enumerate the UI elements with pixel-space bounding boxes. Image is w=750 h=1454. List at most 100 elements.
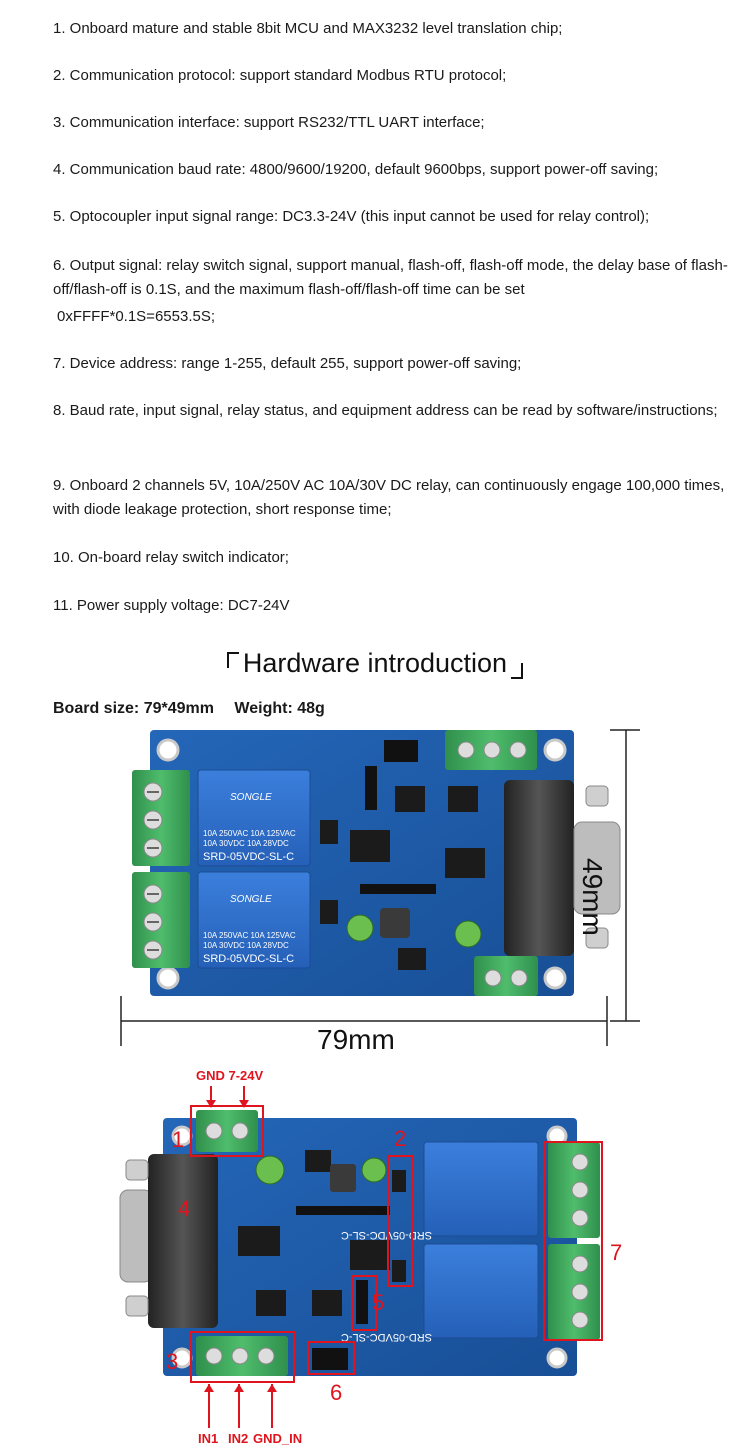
relay-2: SONGLE 10A 250VAC 10A 125VAC 10A 30VDC 1… — [197, 871, 311, 969]
svg-text:SONGLE: SONGLE — [230, 894, 272, 905]
dim-height-label: 49mm — [577, 858, 608, 936]
top-board: SONGLE 10A 250VAC 10A 125VAC 10A 30VDC 1… — [120, 729, 640, 1046]
inductor — [380, 908, 410, 938]
diode-b — [392, 1260, 406, 1282]
label-1: 1 — [172, 1127, 185, 1152]
spec-10: 10. On-board relay switch indicator; — [53, 549, 289, 566]
capacitor-b — [361, 1157, 387, 1183]
arrow-up-icon — [204, 1384, 214, 1392]
label-4: 4 — [178, 1196, 191, 1221]
label-2: 2 — [394, 1126, 407, 1151]
label-7: 7 — [610, 1240, 623, 1265]
regulator-chip — [398, 948, 426, 970]
terminal-block-power — [474, 956, 538, 996]
annotation-box-2 — [387, 1155, 413, 1287]
spec-6: 6. Output signal: relay switch signal, s… — [53, 257, 728, 298]
pin-header-b — [296, 1206, 390, 1215]
bracket-right-icon — [511, 663, 524, 679]
db9-connector-b — [119, 1154, 218, 1328]
optocoupler-b — [256, 1290, 286, 1316]
annotation-box-3 — [190, 1331, 295, 1383]
optocoupler-b — [312, 1290, 342, 1316]
mount-hole — [156, 738, 180, 762]
relay-b2: SRD-05VDC-SL-C — [341, 1243, 539, 1343]
relay-b1: SRD-05VDC-SL-C — [341, 1141, 539, 1241]
svg-text:10A 30VDC 10A 28VDC: 10A 30VDC 10A 28VDC — [203, 839, 289, 848]
jumper-b — [312, 1348, 348, 1370]
spec-7: 7. Device address: range 1-255, default … — [53, 355, 522, 372]
relay-1: SONGLE 10A 250VAC 10A 125VAC 10A 30VDC 1… — [197, 769, 311, 867]
terminal-block-power-b — [196, 1110, 258, 1152]
mount-hole — [543, 966, 567, 990]
spec-8: 8. Baud rate, input signal, relay status… — [53, 402, 718, 419]
max3232-chip — [445, 848, 485, 878]
arrow-up-icon — [234, 1384, 244, 1392]
annotation-box-7 — [543, 1141, 603, 1341]
optocoupler — [448, 786, 478, 812]
svg-text:SRD-05VDC-SL-C: SRD-05VDC-SL-C — [341, 1331, 432, 1343]
terminal-block-input-b — [196, 1336, 288, 1376]
annotation-in1: IN1 — [198, 1431, 219, 1446]
diode — [320, 820, 338, 844]
mount-hole — [156, 966, 180, 990]
annotation-power: GND 7-24V — [196, 1068, 264, 1083]
mount-hole — [543, 738, 567, 762]
pin-header-vertical — [365, 766, 377, 810]
svg-text:10A 250VAC 10A 125VAC: 10A 250VAC 10A 125VAC — [203, 829, 296, 838]
svg-text:SRD-05VDC-SL-C: SRD-05VDC-SL-C — [203, 953, 294, 965]
diode — [320, 900, 338, 924]
mcu-chip-b — [350, 1240, 390, 1270]
terminal-block-relay2 — [132, 872, 190, 968]
terminal-block-relay1 — [132, 770, 190, 866]
svg-text:SRD-05VDC-SL-C: SRD-05VDC-SL-C — [341, 1229, 432, 1241]
jumper — [384, 740, 418, 762]
spec-1: 1. Onboard mature and stable 8bit MCU an… — [53, 20, 563, 37]
label-5: 5 — [372, 1290, 385, 1315]
terminal-block-relay-b2 — [548, 1244, 600, 1340]
mcu-chip — [350, 830, 390, 862]
pin-header-vertical-b — [356, 1280, 368, 1324]
pin-header — [360, 884, 436, 894]
board-size-line: Board size: 79*49mm Weight: 48g — [53, 700, 341, 718]
dim-width-label: 79mm — [317, 1024, 395, 1055]
capacitor-b — [255, 1155, 285, 1185]
capacitor — [346, 914, 374, 942]
svg-text:SRD-05VDC-SL-C: SRD-05VDC-SL-C — [203, 851, 294, 863]
board-weight: Weight: 48g — [234, 700, 325, 717]
arrow-up-icon — [267, 1384, 277, 1392]
hardware-title: Hardware introduction — [0, 648, 750, 679]
svg-text:10A 250VAC 10A 125VAC: 10A 250VAC 10A 125VAC — [203, 931, 296, 940]
spec-5: 5. Optocoupler input signal range: DC3.3… — [53, 208, 650, 225]
max3232-chip-b — [238, 1226, 280, 1256]
annotation-box-6 — [307, 1341, 355, 1375]
spec-11: 11. Power supply voltage: DC7-24V — [53, 597, 290, 614]
label-3: 3 — [166, 1349, 179, 1374]
bracket-left-icon — [226, 652, 239, 668]
annotation-gnd-in: GND_IN — [253, 1431, 303, 1446]
capacitor — [454, 920, 482, 948]
board-size: Board size: 79*49mm — [53, 700, 214, 717]
svg-text:SONGLE: SONGLE — [230, 792, 272, 803]
bottom-board: SRD-05VDC-SL-C SRD-05VDC-SL-C — [119, 1086, 603, 1428]
spec-6-cont: 0xFFFF*0.1S=6553.5S; — [57, 308, 215, 325]
svg-text:10A 30VDC 10A 28VDC: 10A 30VDC 10A 28VDC — [203, 941, 289, 950]
arrow-down-icon — [239, 1100, 249, 1108]
terminal-block-relay-b1 — [548, 1142, 600, 1238]
spec-9: 9. Onboard 2 channels 5V, 10A/250V AC 10… — [53, 477, 725, 518]
terminal-block-input — [445, 730, 537, 770]
spec-3: 3. Communication interface: support RS23… — [53, 114, 485, 131]
mount-hole — [546, 1347, 568, 1369]
db9-connector — [504, 780, 621, 956]
arrow-down-icon — [206, 1100, 216, 1108]
annotation-box-5 — [351, 1275, 377, 1331]
annotation-in2: IN2 — [228, 1431, 249, 1446]
optocoupler — [395, 786, 425, 812]
annotation-box-1 — [190, 1105, 264, 1157]
spec-4: 4. Communication baud rate: 4800/9600/19… — [53, 161, 659, 178]
label-6: 6 — [330, 1380, 343, 1405]
spec-2: 2. Communication protocol: support stand… — [53, 67, 507, 84]
diode-b — [392, 1170, 406, 1192]
regulator-b — [305, 1150, 331, 1172]
inductor-b — [330, 1164, 356, 1192]
